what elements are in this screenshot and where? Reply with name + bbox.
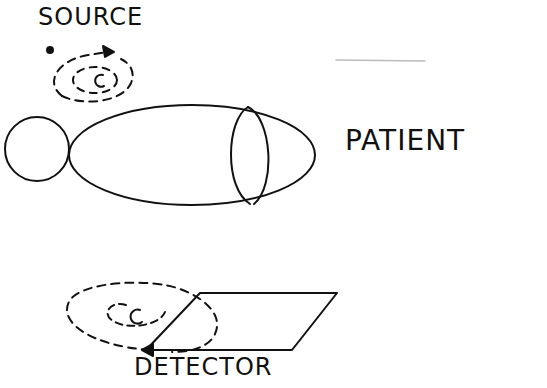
patient-figure — [5, 105, 315, 205]
source-arrowhead — [103, 46, 114, 57]
source-spiral — [47, 46, 133, 102]
patient-body — [69, 105, 315, 205]
scan-ring — [248, 107, 268, 204]
source-orbit-outer — [62, 59, 133, 102]
detector-orbit-inner — [108, 304, 165, 326]
patient-head — [5, 117, 69, 181]
detector-core — [131, 310, 142, 324]
source-orbit — [73, 67, 117, 93]
stray-mark — [336, 60, 425, 61]
label-text: PATIENT — [345, 126, 465, 157]
source-core — [95, 75, 104, 87]
detector-orbit — [67, 283, 217, 352]
label-text: SOURCE — [38, 4, 143, 30]
scan-ring — [231, 107, 250, 204]
source-dot — [47, 47, 53, 53]
label-text: DETECTOR — [134, 354, 272, 380]
source-orbit-outer — [54, 52, 108, 96]
detector-plate — [146, 293, 337, 350]
detector-figure — [67, 283, 337, 356]
